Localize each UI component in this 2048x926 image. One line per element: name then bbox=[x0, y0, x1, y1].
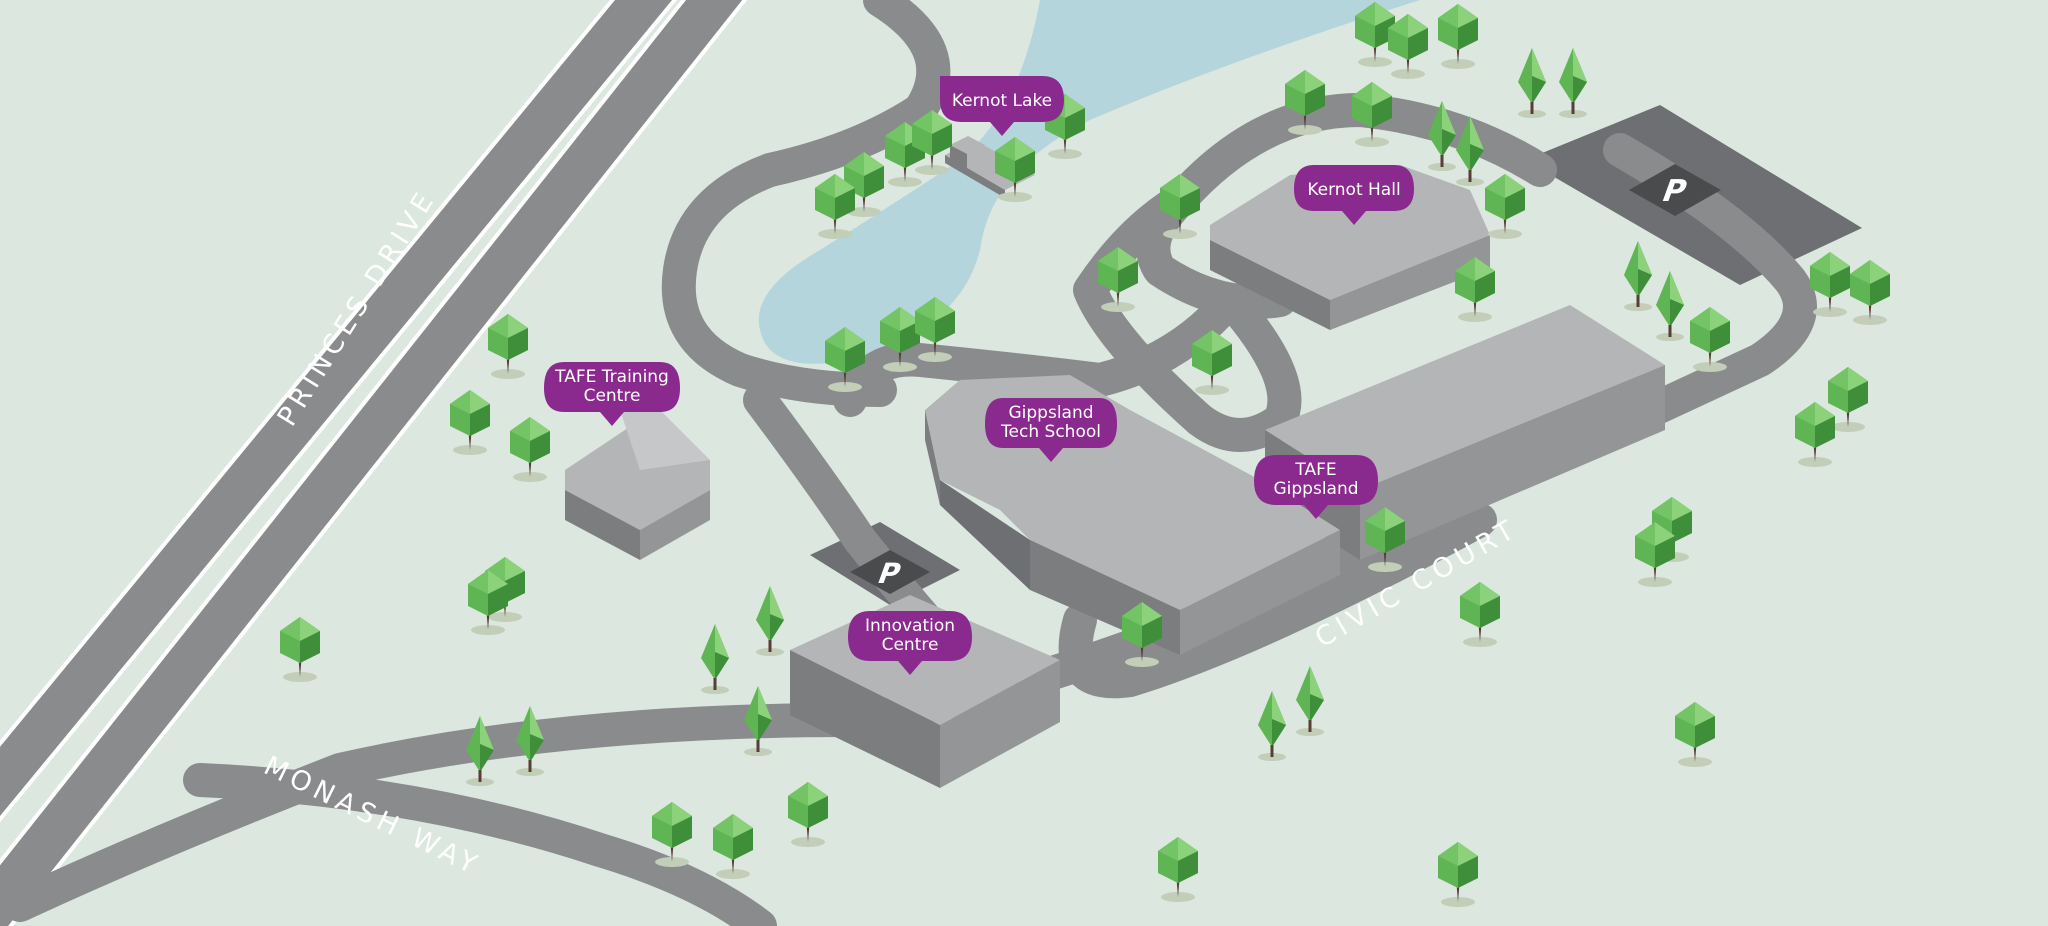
road-network bbox=[0, 0, 1817, 926]
pin-kernot-lake-label: Kernot Lake bbox=[952, 91, 1052, 111]
pin-innovation-centre-label-line1: Innovation bbox=[865, 616, 955, 636]
parking-sign-east[interactable]: P bbox=[1629, 164, 1721, 216]
pin-gippsland-tech-school-label-line2: Tech School bbox=[1000, 422, 1101, 442]
kernot-lake-water bbox=[758, 0, 1420, 364]
pin-innovation-centre-label-line2: Centre bbox=[882, 635, 939, 655]
pin-kernot-lake[interactable]: Kernot Lake bbox=[940, 76, 1064, 136]
building-tafe-training-centre[interactable] bbox=[565, 410, 710, 560]
pin-tafe-gippsland-label-line2: Gippsland bbox=[1273, 479, 1358, 499]
pin-gippsland-tech-school-label-line1: Gippsland bbox=[1008, 403, 1093, 423]
pin-tafe-gippsland-label-line1: TAFE bbox=[1294, 460, 1336, 480]
parking-sign-west[interactable]: P bbox=[850, 550, 930, 594]
pin-kernot-hall-label: Kernot Hall bbox=[1307, 180, 1400, 200]
pin-tafe-training-centre[interactable]: TAFE Training Centre bbox=[544, 362, 680, 426]
pin-gippsland-tech-school[interactable]: Gippsland Tech School bbox=[985, 398, 1117, 462]
pin-tafe-training-centre-label-line1: TAFE Training bbox=[554, 367, 669, 387]
pin-tafe-gippsland[interactable]: TAFE Gippsland bbox=[1254, 455, 1378, 519]
pin-tafe-training-centre-label-line2: Centre bbox=[584, 386, 641, 406]
pin-kernot-hall[interactable]: Kernot Hall bbox=[1294, 165, 1414, 225]
pin-innovation-centre[interactable]: Innovation Centre bbox=[848, 611, 972, 675]
building-kernot-hall[interactable] bbox=[1210, 165, 1490, 330]
